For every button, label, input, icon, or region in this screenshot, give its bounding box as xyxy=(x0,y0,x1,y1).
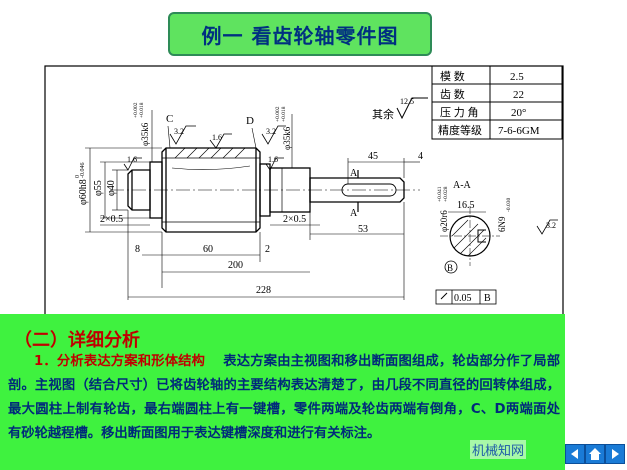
tolerance-upper: +0.018 xyxy=(281,106,287,122)
dim-2: 2 xyxy=(265,244,270,255)
tolerance-upper: 0 xyxy=(75,175,81,178)
runout-value: 0.05 xyxy=(454,293,472,304)
datum-b-label: B xyxy=(447,263,453,273)
table-cell-label: 齿 数 xyxy=(440,88,465,101)
panel-heading: （二）详细分析 xyxy=(14,330,140,351)
tolerance-lower: +0.002 xyxy=(133,102,139,118)
watermark: 机械知网 xyxy=(470,440,527,459)
home-button[interactable] xyxy=(585,444,605,464)
diameter-60h8-label: φ60h8 xyxy=(78,179,89,205)
arrow-right-icon xyxy=(612,449,619,459)
roughness-value: 1.6 xyxy=(127,155,137,164)
dim-53: 53 xyxy=(358,224,368,235)
gear-section-hatch xyxy=(174,147,246,159)
tolerance-upper: +0.041 xyxy=(437,186,443,202)
tolerance-lower: +0.028 xyxy=(443,186,449,202)
roughness-other-label: 其余 xyxy=(372,107,394,121)
section-aa-label: A-A xyxy=(453,180,472,191)
table-cell-label: 模 数 xyxy=(440,70,465,83)
diameter-35k6-left: φ35k6 xyxy=(140,122,150,146)
break-line xyxy=(171,165,251,170)
roughness-value: 1.6 xyxy=(268,155,278,164)
dim-16-5: 16.5 xyxy=(457,200,475,211)
home-icon xyxy=(589,448,601,460)
tolerance-lower: +0.002 xyxy=(275,106,281,122)
panel-body: 1．分析表达方案和形体结构表达方案由主视图和移出断面图组成，轮齿部分作了局部剖。… xyxy=(8,350,560,446)
table-cell-value: 22 xyxy=(513,89,524,101)
panel-text: 表达方案由主视图和移出断面图组成，轮齿部分作了局部剖。主视图（结合尺寸）已将齿轮… xyxy=(8,354,560,441)
roughness-symbol-icon xyxy=(396,97,428,120)
title-banner: 例一 看齿轮轴零件图 xyxy=(168,12,432,56)
dim-45: 45 xyxy=(368,151,378,162)
panel-subheading: 1．分析表达方案和形体结构 xyxy=(34,354,206,369)
next-slide-button[interactable] xyxy=(605,444,625,464)
dim-228: 228 xyxy=(256,285,271,296)
diameter-35k6-right: φ35k6 xyxy=(282,126,292,150)
runout-frame xyxy=(435,289,497,305)
prev-slide-button[interactable] xyxy=(565,444,585,464)
section-mark-a-bottom: A xyxy=(350,208,358,219)
face-c-label: C xyxy=(166,113,173,125)
tolerance-lower: -0.046 xyxy=(80,163,86,179)
runout-ref: B xyxy=(484,293,491,304)
diameter-40-label: φ40 xyxy=(106,180,117,196)
dims-top-right xyxy=(347,158,420,184)
roughness-value: 12.5 xyxy=(400,97,414,106)
chamfer-dim-left: 2×0.5 xyxy=(100,214,123,225)
table-cell-value: 20° xyxy=(511,107,526,119)
gear-parameter-table xyxy=(431,65,563,140)
dim-60: 60 xyxy=(203,244,213,255)
roughness-value: 3.2 xyxy=(546,221,556,230)
key-6n9-label: 6N9 xyxy=(497,216,507,232)
roughness-marks xyxy=(123,125,558,235)
roughness-value: 3.2 xyxy=(174,127,184,136)
table-cell-label: 精度等级 xyxy=(438,123,482,137)
tolerance-upper: +0.018 xyxy=(139,102,145,118)
dim-4: 4 xyxy=(418,151,423,162)
dims-bottom xyxy=(100,202,405,300)
chamfer-dim-right: 2×0.5 xyxy=(283,214,306,225)
datum-b-icon xyxy=(444,260,458,274)
page-title: 例一 看齿轮轴零件图 xyxy=(201,23,399,48)
table-cell-value: 2.5 xyxy=(510,71,524,83)
table-cell-label: 压 力 角 xyxy=(440,106,479,119)
shaft-outline xyxy=(127,147,405,233)
dim-8: 8 xyxy=(135,244,140,255)
section-mark-a-top: A xyxy=(350,168,358,179)
diameter-dims-left xyxy=(85,147,162,233)
arrow-left-icon xyxy=(571,449,578,459)
diameter-20r6-label: φ20r6 xyxy=(439,210,449,232)
table-cell-value: 7-6-6GM xyxy=(498,125,540,137)
roughness-value: 3.2 xyxy=(266,127,276,136)
roughness-value: 1.6 xyxy=(212,133,222,142)
tolerance-lower: -0.030 xyxy=(506,198,512,212)
drawing-frame xyxy=(44,65,564,319)
diameter-55-label: φ55 xyxy=(93,180,104,196)
face-d-label: D xyxy=(246,115,254,127)
dim-200: 200 xyxy=(228,260,243,271)
